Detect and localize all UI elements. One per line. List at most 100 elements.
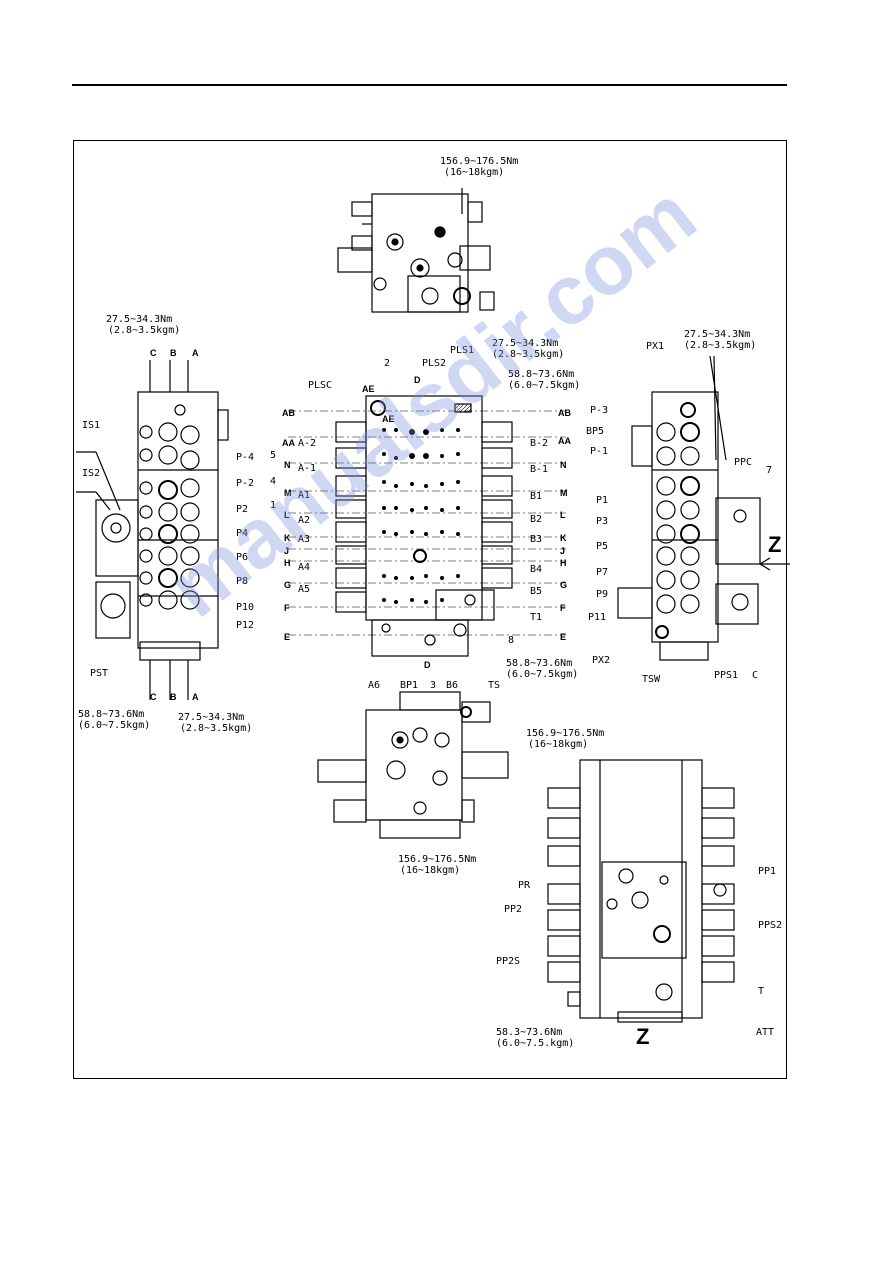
row-m-left: M xyxy=(284,488,292,498)
left-torque-top-kgm: (2.8~3.5kgm) xyxy=(108,325,180,336)
label-pr: PR xyxy=(518,880,531,891)
label-p11: P11 xyxy=(588,612,606,623)
left-torque-bl: 58.8~73.6Nm xyxy=(78,709,144,720)
label-plsc: PLSC xyxy=(308,380,332,391)
row-g-right: G xyxy=(560,580,567,590)
label-pls1: PLS1 xyxy=(450,345,474,356)
left-section-b-bottom: B xyxy=(170,692,177,702)
center-torque-ts: 58.8~73.6Nm xyxy=(506,658,572,669)
label-p10: P10 xyxy=(236,602,254,613)
label-a-1: A-1 xyxy=(298,463,316,474)
label-b6: B6 xyxy=(446,680,458,691)
view-z-torque-bottom-kgm: (6.0~7.5.kgm) xyxy=(496,1038,574,1049)
label-pps2: PPS2 xyxy=(758,920,782,931)
row-h-left: H xyxy=(284,558,291,568)
label-p-4: P-4 xyxy=(236,452,254,463)
right-spools xyxy=(435,421,513,621)
row-j-left: J xyxy=(284,546,289,556)
view-z-title: Z xyxy=(636,1024,649,1049)
label-ts: TS xyxy=(488,680,500,691)
label-p2: P2 xyxy=(236,504,248,515)
center-torque-pls2-kgm: (6.0~7.5kgm) xyxy=(508,380,580,391)
label-ppc: PPC xyxy=(734,457,752,468)
label-p4: P4 xyxy=(236,528,248,539)
label-3: 3 xyxy=(430,680,436,691)
label-p-3: P-3 xyxy=(590,405,608,416)
label-p9: P9 xyxy=(596,589,608,600)
top-view xyxy=(337,188,495,313)
center-torque-pls2: 58.8~73.6Nm xyxy=(508,369,574,380)
label-is1: IS1 xyxy=(82,420,100,431)
label-a-2: A-2 xyxy=(298,438,316,449)
center-torque-pls-kgm: (2.8~3.5kgm) xyxy=(492,349,564,360)
label-a4: A4 xyxy=(298,562,310,573)
left-torque-top: 27.5~34.3Nm xyxy=(106,314,172,325)
center-view xyxy=(335,395,513,657)
label-tsw: TSW xyxy=(642,674,661,685)
row-ab-right: AB xyxy=(558,408,571,418)
label-p1: P1 xyxy=(596,495,608,506)
top-torque: 156.9~176.5Nm xyxy=(440,156,518,167)
row-k-right: K xyxy=(560,533,567,543)
label-pps1: PPS1 xyxy=(714,670,738,681)
row-l-left: L xyxy=(284,510,290,520)
right-torque-kgm: (2.8~3.5kgm) xyxy=(684,340,756,351)
label-p7: P7 xyxy=(596,567,608,578)
row-k-left: K xyxy=(284,533,291,543)
label-2: 2 xyxy=(384,358,390,369)
row-e-left: E xyxy=(284,632,290,642)
row-n-left: N xyxy=(284,460,291,470)
left-spools xyxy=(335,421,367,613)
left-torque-br-kgm: (2.8~3.5kgm) xyxy=(180,723,252,734)
label-a3: A3 xyxy=(298,534,310,545)
left-section-c-bottom: C xyxy=(150,692,157,702)
figure-frame xyxy=(73,140,787,1079)
label-p3: P3 xyxy=(596,516,608,527)
label-p5: P5 xyxy=(596,541,608,552)
label-t1: T1 xyxy=(530,612,542,623)
view-z-torque-top-kgm: (16~18kgm) xyxy=(528,739,588,750)
label-pp2s: PP2S xyxy=(496,956,520,967)
view-z-arrow-label: Z xyxy=(768,532,781,557)
left-torque-br: 27.5~34.3Nm xyxy=(178,712,244,723)
row-f-right: F xyxy=(560,603,566,613)
left-torque-bl-kgm: (6.0~7.5kgm) xyxy=(78,720,150,731)
label-bp1: BP1 xyxy=(400,680,418,691)
left-section-c: C xyxy=(150,348,157,358)
row-e-right: E xyxy=(560,632,566,642)
label-b-1: B-1 xyxy=(530,464,548,475)
label-att: ATT xyxy=(756,1027,774,1038)
label-pp1: PP1 xyxy=(758,866,776,877)
center-torque-pls: 27.5~34.3Nm xyxy=(492,338,558,349)
label-px2: PX2 xyxy=(592,655,610,666)
top-torque-kgm: (16~18kgm) xyxy=(444,167,504,178)
center-bolt-grid xyxy=(382,428,460,604)
label-pls2: PLS2 xyxy=(422,358,446,369)
center-torque-ts-kgm: (6.0~7.5kgm) xyxy=(506,669,578,680)
label-t: T xyxy=(758,986,764,997)
label-ae-2: AE xyxy=(382,414,395,424)
label-p12: P12 xyxy=(236,620,254,631)
center-section-lines xyxy=(288,410,566,636)
row-ab-left: AB xyxy=(282,408,295,418)
label-c: C xyxy=(752,670,758,681)
row-n-right: N xyxy=(560,460,567,470)
label-ae-1: AE xyxy=(362,384,375,394)
header-rule xyxy=(72,84,787,86)
label-b2: B2 xyxy=(530,514,542,525)
label-p-1: P-1 xyxy=(590,446,608,457)
label-1: 1 xyxy=(270,500,276,511)
label-4: 4 xyxy=(270,476,276,487)
label-a6: A6 xyxy=(368,680,380,691)
left-section-a-bottom: A xyxy=(192,692,199,702)
label-a1: A1 xyxy=(298,490,310,501)
view-z-torque-bottom: 58.3~73.6Nm xyxy=(496,1027,562,1038)
label-b5: B5 xyxy=(530,586,542,597)
label-pp2: PP2 xyxy=(504,904,522,915)
left-view xyxy=(76,360,229,700)
label-pst: PST xyxy=(90,668,108,679)
view-z-torque-top: 156.9~176.5Nm xyxy=(526,728,604,739)
bottom-center-view xyxy=(317,691,509,839)
label-px1: PX1 xyxy=(646,341,664,352)
